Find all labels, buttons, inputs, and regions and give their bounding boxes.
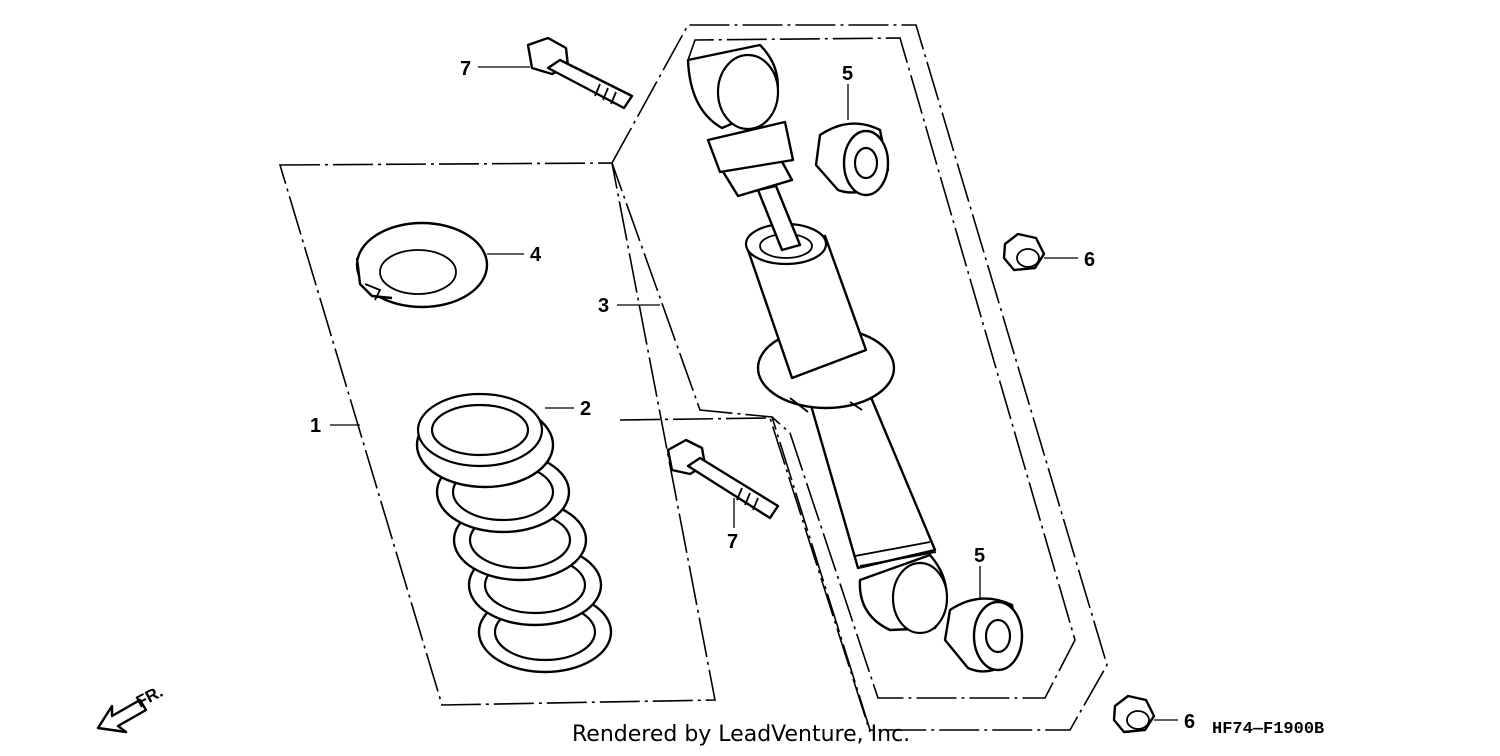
- callout-7-lower: 7: [727, 531, 738, 553]
- render-credit: Rendered by LeadVenture, Inc.: [572, 722, 911, 747]
- shock-absorber: [686, 43, 949, 635]
- callout-5-lower: 5: [974, 545, 985, 567]
- nut-lower: [1112, 694, 1156, 734]
- callout-6-upper: 6: [1084, 249, 1095, 271]
- front-direction-arrow: FR.: [96, 682, 166, 734]
- bolt-lower: [666, 438, 780, 520]
- callout-6-lower: 6: [1184, 711, 1195, 733]
- bolt-upper: [526, 36, 634, 110]
- nut-upper: [1002, 232, 1046, 272]
- callout-4: 4: [530, 244, 542, 266]
- coil-spring: [415, 392, 613, 674]
- diagram-code: HF74—F1900B: [1212, 720, 1325, 739]
- callout-5-upper: 5: [842, 63, 853, 85]
- shock-group-frame: [611, 24, 1108, 731]
- spring-group-frame: [278, 162, 716, 706]
- callout-2: 2: [580, 398, 591, 420]
- bushing-lower: [943, 597, 1024, 673]
- callout-3: 3: [598, 295, 609, 317]
- shock-inner-frame: [687, 37, 1076, 699]
- bushing-upper: [814, 122, 890, 197]
- callout-7-upper: 7: [460, 58, 471, 80]
- spring-seat: [355, 221, 489, 309]
- callout-1: 1: [310, 415, 321, 437]
